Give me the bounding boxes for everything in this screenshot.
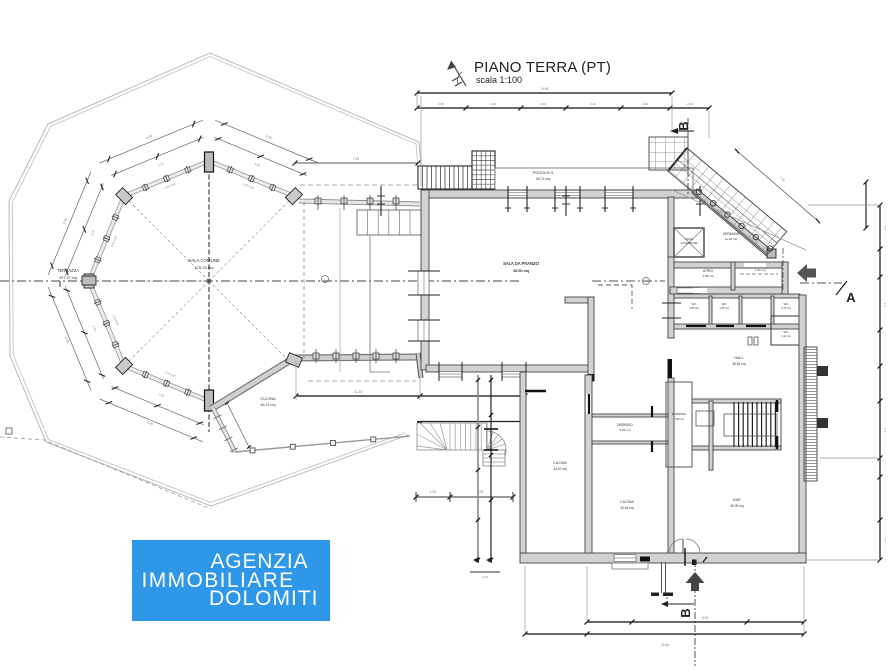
svg-text:ATRIO: ATRIO [703, 269, 713, 273]
svg-text:CUCINA: CUCINA [260, 396, 276, 401]
svg-text:3.10: 3.10 [590, 102, 596, 106]
svg-text:4.30: 4.30 [265, 134, 272, 140]
svg-text:4.70 mq: 4.70 mq [781, 306, 791, 310]
svg-text:1.50 0.90: 1.50 0.90 [112, 313, 120, 326]
svg-text:TERRAZZA: TERRAZZA [57, 268, 79, 273]
svg-text:36.82 mq: 36.82 mq [732, 362, 746, 366]
svg-text:397.37 mq: 397.37 mq [59, 276, 77, 280]
svg-text:scala 1:100: scala 1:100 [476, 75, 522, 85]
svg-text:A: A [846, 290, 856, 305]
svg-text:1.50 0.90: 1.50 0.90 [163, 182, 176, 190]
svg-text:4.1: 4.1 [883, 428, 887, 433]
svg-text:46.21 mq: 46.21 mq [261, 403, 276, 407]
svg-text:B: B [676, 121, 691, 130]
svg-text:40.71 mq: 40.71 mq [536, 177, 550, 181]
svg-text:BAR: BAR [733, 498, 741, 502]
svg-text:2.80: 2.80 [642, 102, 648, 106]
svg-text:4.30: 4.30 [62, 218, 68, 225]
svg-text:3.20: 3.20 [254, 162, 261, 168]
svg-text:8.45: 8.45 [702, 616, 708, 620]
svg-text:POGGIOLO: POGGIOLO [533, 171, 554, 175]
svg-text:1.50 0.90: 1.50 0.90 [242, 182, 255, 190]
svg-text:4.30: 4.30 [146, 134, 153, 140]
svg-text:CUCINA: CUCINA [553, 461, 567, 465]
svg-text:2.6: 2.6 [883, 303, 887, 308]
svg-text:WC: WC [784, 330, 790, 334]
svg-text:CUCINA: CUCINA [620, 500, 634, 504]
svg-text:1.55 mq: 1.55 mq [719, 306, 729, 310]
svg-text:ASCENSORE: ASCENSORE [681, 241, 698, 245]
svg-text:3.20: 3.20 [90, 229, 96, 236]
svg-text:4.30: 4.30 [146, 420, 153, 426]
svg-text:2.60: 2.60 [540, 102, 546, 106]
svg-text:WC: WC [692, 302, 698, 306]
svg-text:2.80: 2.80 [438, 102, 444, 106]
svg-text:1.93: 1.93 [430, 490, 436, 494]
svg-text:2.1: 2.1 [883, 538, 887, 543]
svg-text:15.45: 15.45 [661, 643, 669, 647]
svg-text:1.12 mq: 1.12 mq [781, 334, 791, 338]
svg-text:36.39 mq: 36.39 mq [730, 504, 744, 508]
svg-text:2.2: 2.2 [883, 226, 887, 231]
svg-text:1.50 0.90: 1.50 0.90 [110, 235, 118, 248]
svg-text:14.80: 14.80 [541, 87, 549, 91]
svg-text:45.50 mq: 45.50 mq [513, 269, 529, 273]
svg-text:PIANO TERRA (PT): PIANO TERRA (PT) [474, 59, 611, 76]
svg-text:3.20: 3.20 [158, 393, 165, 399]
svg-text:4.30: 4.30 [64, 336, 70, 343]
svg-text:VANO: VANO [685, 237, 694, 241]
svg-text:VERANDA: VERANDA [723, 232, 740, 236]
svg-text:34.10 mq: 34.10 mq [553, 467, 567, 471]
svg-text:30.63 mq: 30.63 mq [620, 506, 634, 510]
svg-text:SALA DA PRANZO: SALA DA PRANZO [503, 261, 540, 266]
svg-text:HALL: HALL [735, 356, 744, 360]
svg-text:7.98 mq: 7.98 mq [674, 417, 684, 421]
svg-text:0.89 mq: 0.89 mq [689, 306, 699, 310]
svg-text:1.50 0.90: 1.50 0.90 [164, 370, 177, 378]
svg-text:7.41: 7.41 [779, 176, 786, 183]
svg-text:WC: WC [784, 302, 790, 306]
svg-text:9.88 mq: 9.88 mq [703, 274, 714, 278]
svg-text:7.35: 7.35 [353, 157, 359, 161]
svg-text:3.10: 3.10 [490, 102, 496, 106]
svg-text:DISPENSA: DISPENSA [672, 412, 686, 416]
svg-text:3.05: 3.05 [477, 490, 483, 494]
svg-text:SALA DA PRANZO: SALA DA PRANZO [503, 261, 540, 266]
svg-text:WC: WC [722, 302, 728, 306]
svg-text:175.29 mq: 175.29 mq [195, 265, 214, 270]
svg-text:DISBRIGO: DISBRIGO [617, 423, 633, 427]
svg-text:11.48 mq: 11.48 mq [725, 237, 738, 241]
svg-text:2.20: 2.20 [687, 102, 693, 106]
svg-text:SALA COMUNE: SALA COMUNE [188, 258, 220, 263]
svg-text:6.00 mq: 6.00 mq [620, 428, 631, 432]
svg-text:1.60 mq: 1.60 mq [755, 268, 766, 272]
svg-text:B: B [678, 608, 693, 617]
svg-text:45.50 mq: 45.50 mq [513, 269, 529, 273]
svg-text:11.38: 11.38 [354, 390, 362, 394]
svg-text:3.20: 3.20 [92, 325, 98, 332]
svg-text:4.73: 4.73 [482, 575, 488, 579]
svg-text:3.20: 3.20 [157, 162, 164, 168]
